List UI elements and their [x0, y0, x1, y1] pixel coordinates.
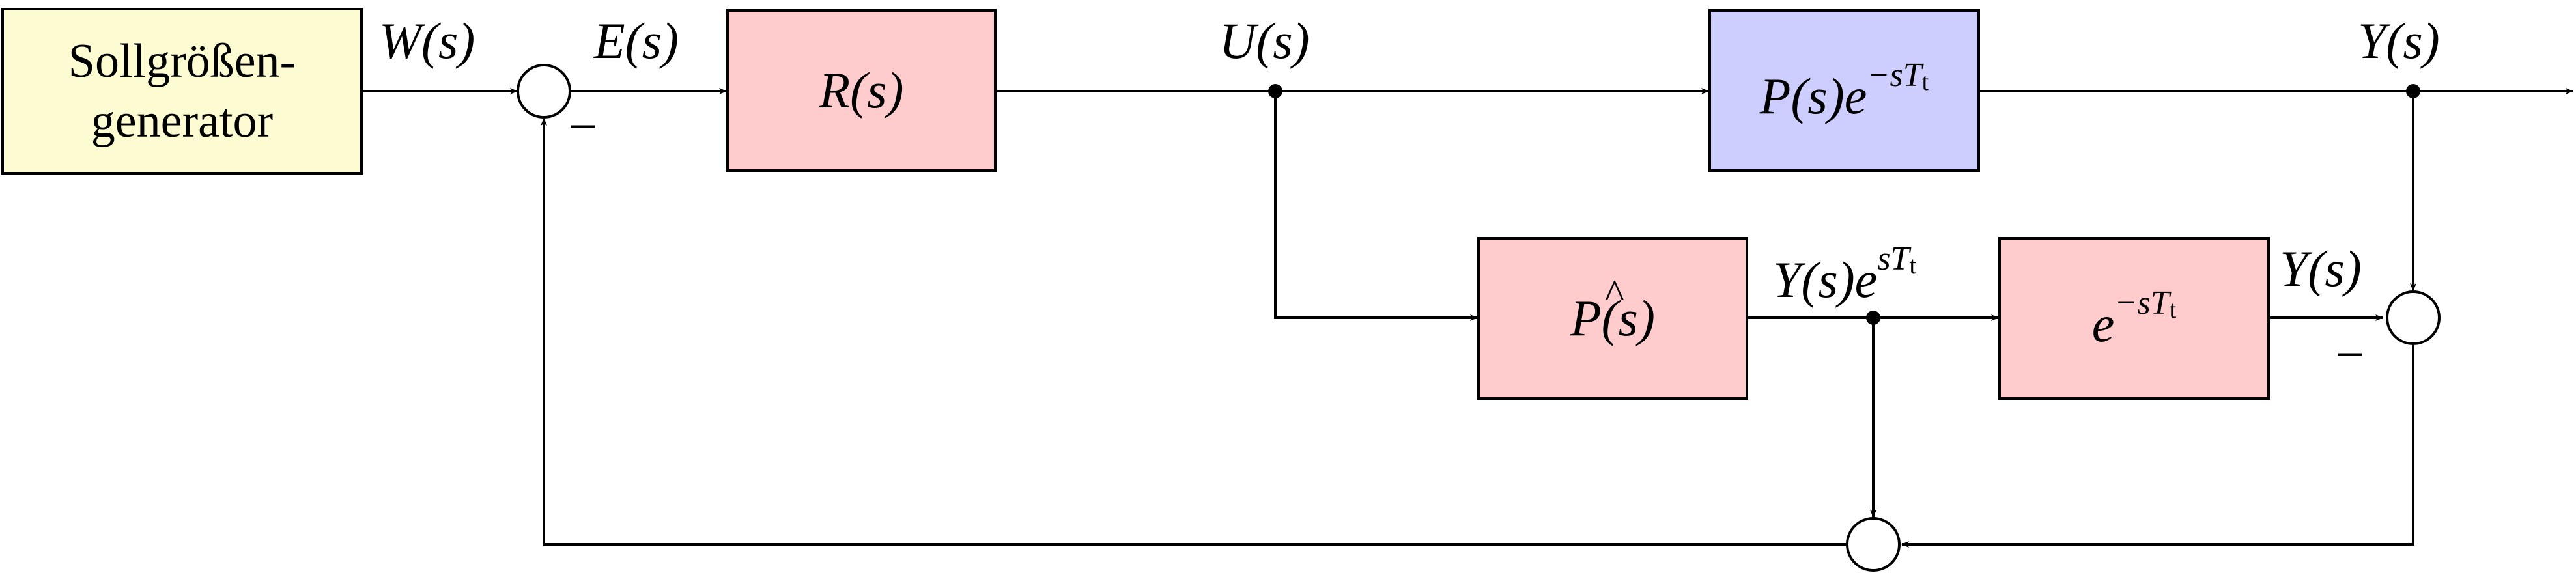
delay-model-block: e−sTt [1998, 237, 2270, 400]
signal-control-label: U(s) [1219, 12, 1310, 69]
controller-label: R(s) [819, 62, 904, 119]
branch-point-model [1866, 311, 1880, 325]
branch-point-control [1268, 84, 1282, 98]
controller-block: R(s) [726, 9, 997, 172]
sum-junction-1 [517, 64, 571, 119]
plant-block: P(s)e−sTt [1708, 9, 1980, 172]
wire-to-model [1274, 91, 1478, 321]
setpoint-generator-block: Sollgrößen- generator [1, 8, 363, 175]
model-block: P(s) [1477, 237, 1748, 400]
sum-junction-2 [2386, 290, 2441, 345]
signal-error-label: E(s) [594, 12, 679, 69]
signal-reference-label: W(s) [379, 12, 475, 69]
wire-error-model [1901, 345, 2414, 548]
plant-label: P(s)e−sTt [1759, 56, 1929, 124]
generator-line1: Sollgrößen- [68, 35, 296, 88]
generator-line2: generator [91, 94, 274, 148]
wire-feedback [541, 118, 1846, 546]
branch-point-output [2406, 84, 2420, 98]
signal-model-out-label: Y(s)esTt [1773, 240, 1917, 308]
signal-model-delayed-label: Y(s) [2280, 240, 2362, 297]
model-label: P(s) [1570, 289, 1655, 348]
minus-sign-sum2: − [2335, 326, 2365, 384]
minus-sign-sum1: − [568, 98, 598, 156]
delay-model-label: e−sTt [2091, 284, 2177, 352]
signal-output-label: Y(s) [2358, 12, 2440, 69]
sum-junction-3 [1846, 517, 1901, 572]
